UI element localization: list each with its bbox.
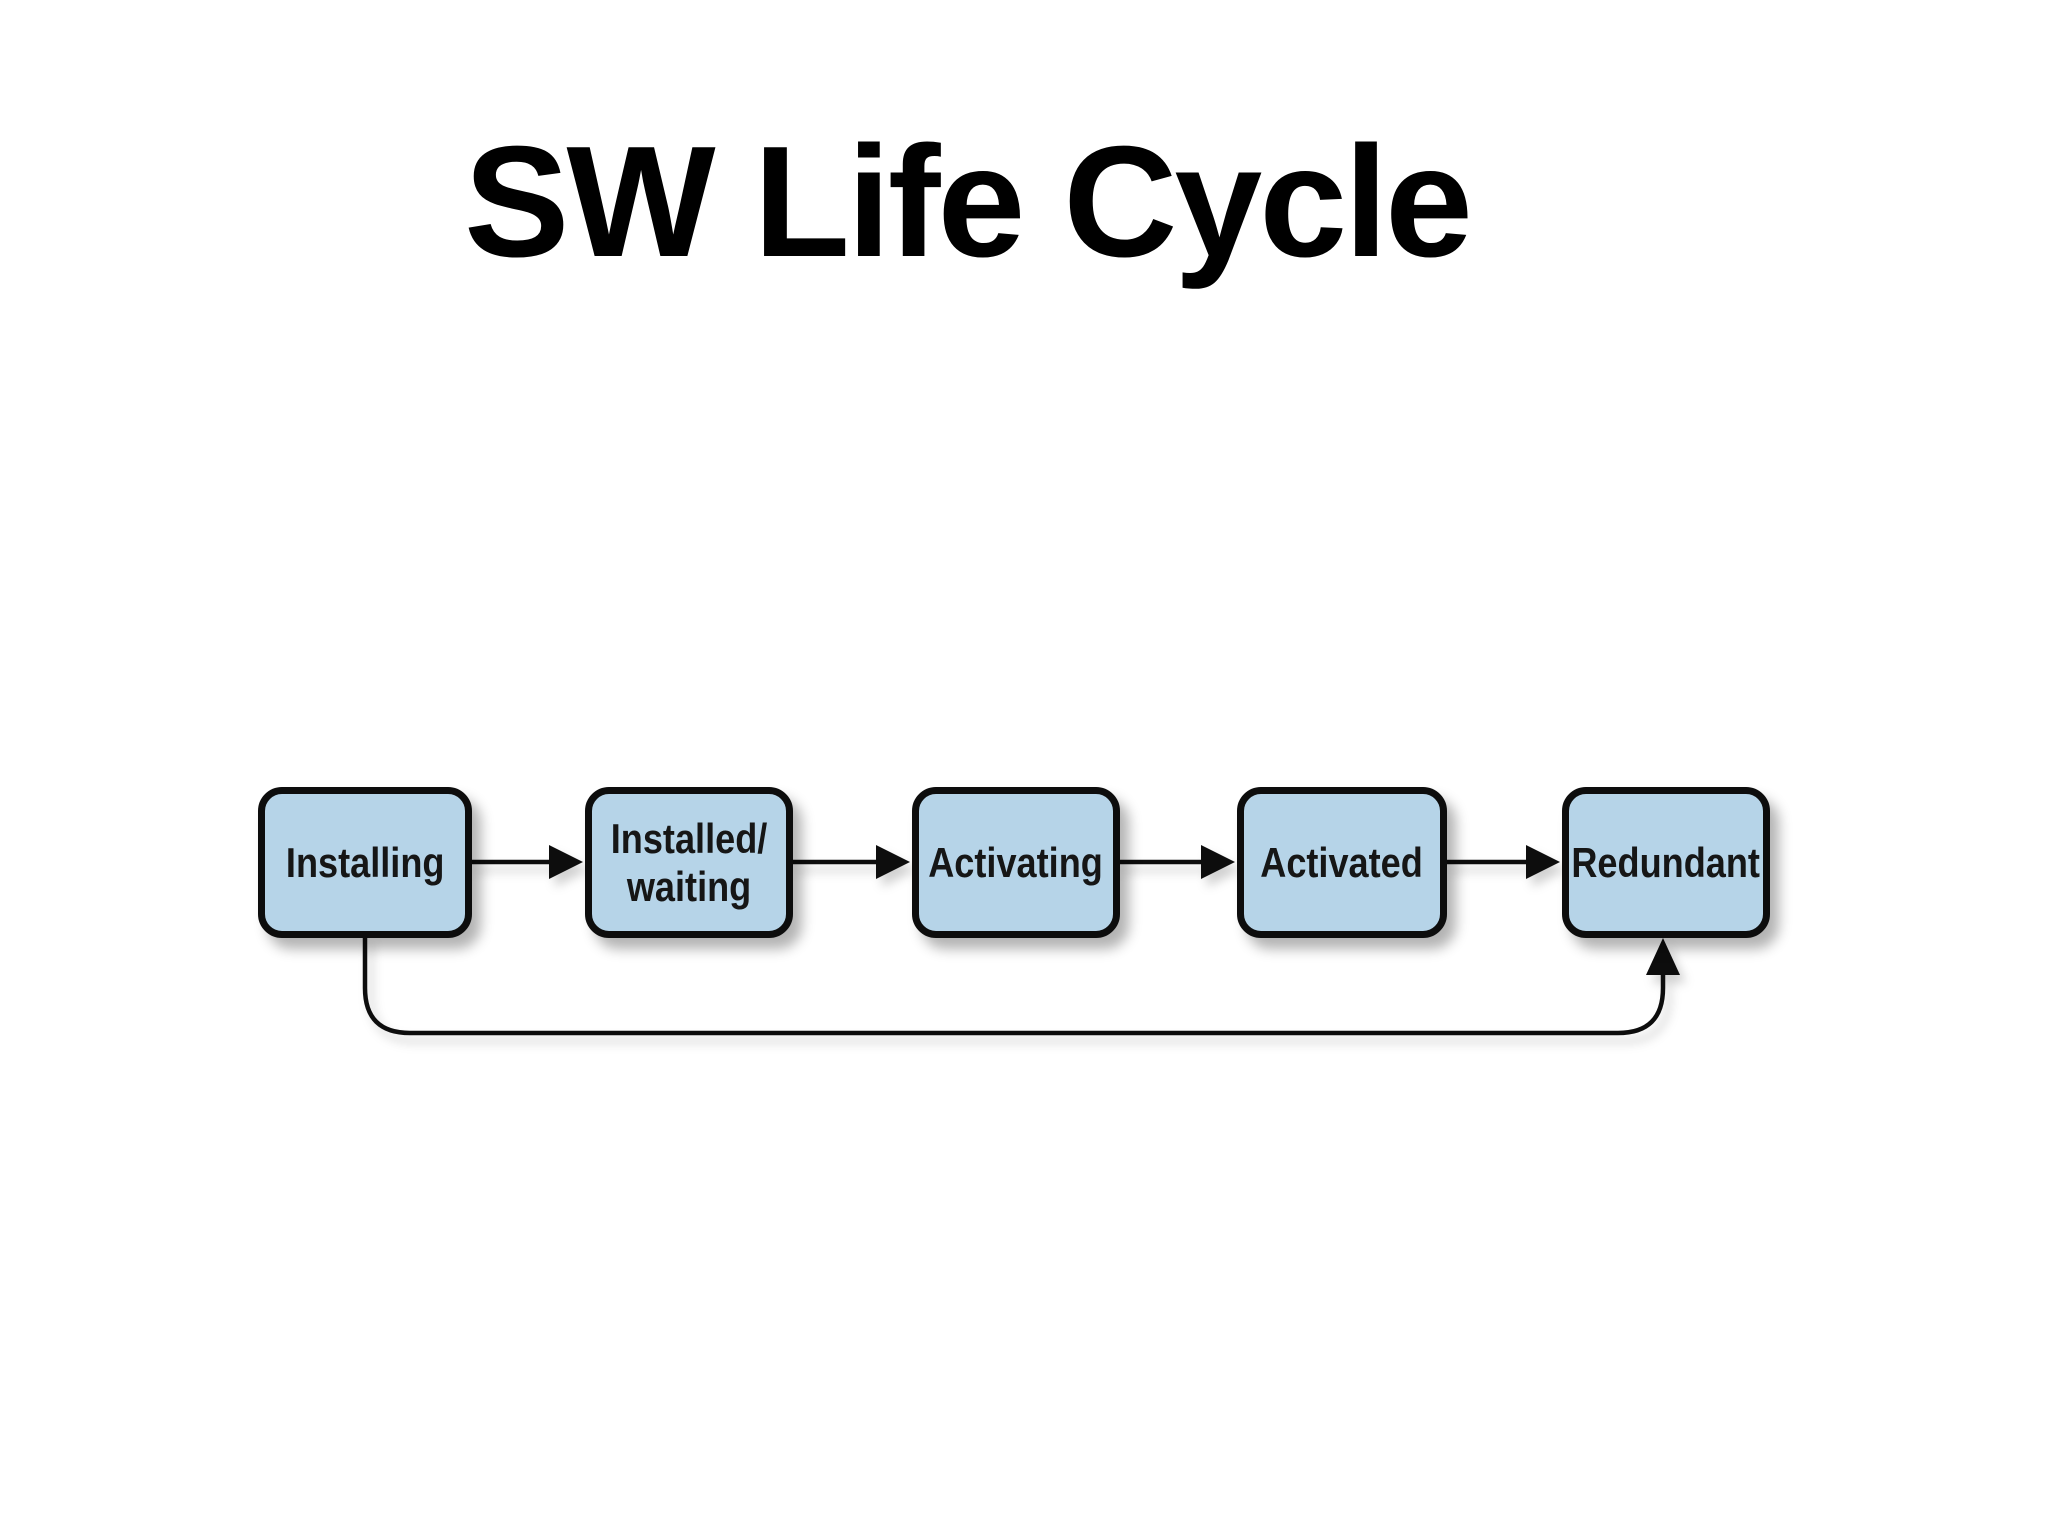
node-label: Installed/ waiting bbox=[610, 815, 768, 910]
arrow-activated-to-redundant bbox=[1445, 845, 1560, 879]
node-redundant: Redundant bbox=[1562, 787, 1770, 938]
node-label: Activating bbox=[928, 838, 1104, 886]
node-label: Redundant bbox=[1571, 838, 1761, 886]
arrow-installing-to-installed-waiting bbox=[470, 845, 583, 879]
node-activating: Activating bbox=[912, 787, 1120, 938]
arrow-loop-installing-to-redundant bbox=[362, 936, 1680, 1036]
node-label: Installing bbox=[285, 838, 445, 886]
node-installed-waiting: Installed/ waiting bbox=[585, 787, 793, 938]
page-title: SW Life Cycle bbox=[464, 114, 1473, 290]
arrow-installed-waiting-to-activating bbox=[791, 845, 910, 879]
arrow-activating-to-activated bbox=[1118, 845, 1235, 879]
node-activated: Activated bbox=[1237, 787, 1447, 938]
node-installing: Installing bbox=[258, 787, 472, 938]
node-label: Activated bbox=[1260, 838, 1424, 886]
